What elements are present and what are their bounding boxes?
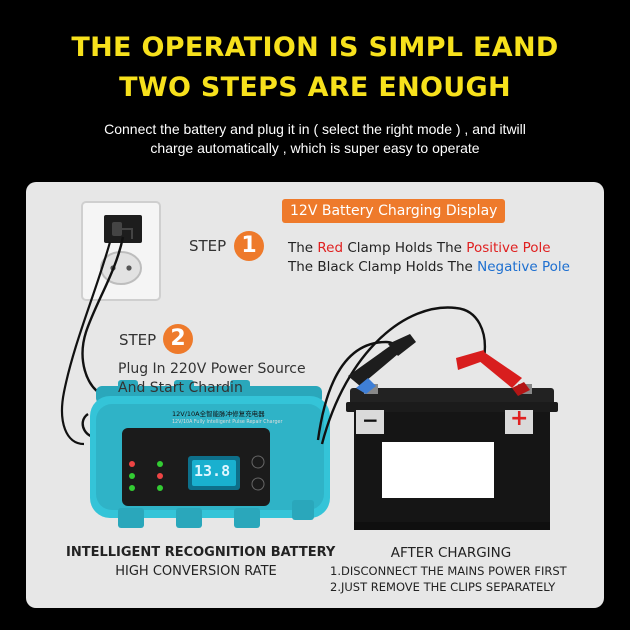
illustration-panel: 12V Battery Charging Display STEP 1 The … bbox=[26, 182, 604, 608]
charger-display-reading: 13.8 bbox=[194, 462, 231, 480]
subtitle-line-2: charge automatically , which is super ea… bbox=[150, 140, 480, 156]
after-charging-step-2: 2.JUST REMOVE THE CLIPS SEPARATELY bbox=[330, 580, 556, 594]
charger-label: 12V/10A全智能脉冲修复充电器 bbox=[172, 410, 265, 418]
step2-label: STEP bbox=[119, 331, 157, 349]
headline-line-2: TWO STEPS ARE ENOUGH bbox=[119, 72, 511, 103]
headline-line-1: THE OPERATION IS SIMPL EAND bbox=[71, 32, 559, 63]
subtitle-line-1: Connect the battery and plug it in ( sel… bbox=[104, 121, 526, 137]
car-battery-icon bbox=[346, 384, 558, 530]
step2-number-circle: 2 bbox=[163, 324, 193, 354]
black-clamp-icon bbox=[348, 334, 416, 394]
step1-instruction-line-1: The Red Clamp Holds The Positive Pole bbox=[288, 240, 551, 256]
positive-cable bbox=[320, 306, 487, 445]
charger-device-icon bbox=[90, 380, 330, 528]
step2-instruction-line-1: Plug In 220V Power Source bbox=[118, 361, 306, 377]
feature-caption-line-2: HIGH CONVERSION RATE bbox=[115, 564, 277, 579]
battery-negative-sign: − bbox=[362, 408, 379, 432]
charger-sublabel: 12V/10A Fully Intelligent Pulse Repair C… bbox=[172, 420, 283, 425]
after-charging-title: AFTER CHARGING bbox=[390, 545, 512, 561]
step1-label: STEP bbox=[189, 237, 227, 255]
feature-caption-line-1: INTELLIGENT RECOGNITION BATTERY bbox=[66, 545, 336, 560]
step1-number-circle: 1 bbox=[234, 231, 264, 261]
battery-positive-sign: + bbox=[510, 406, 529, 431]
wall-outlet-icon bbox=[81, 201, 161, 301]
red-clamp-icon bbox=[456, 350, 530, 396]
step2-instruction-line-2: And Start Chardin bbox=[118, 380, 243, 396]
illustration-graphics bbox=[60, 201, 558, 530]
after-charging-step-1: 1.DISCONNECT THE MAINS POWER FIRST bbox=[330, 564, 567, 578]
charging-display-badge: 12V Battery Charging Display bbox=[282, 199, 506, 223]
step1-instruction-line-2: The Black Clamp Holds The Negative Pole bbox=[288, 259, 570, 275]
